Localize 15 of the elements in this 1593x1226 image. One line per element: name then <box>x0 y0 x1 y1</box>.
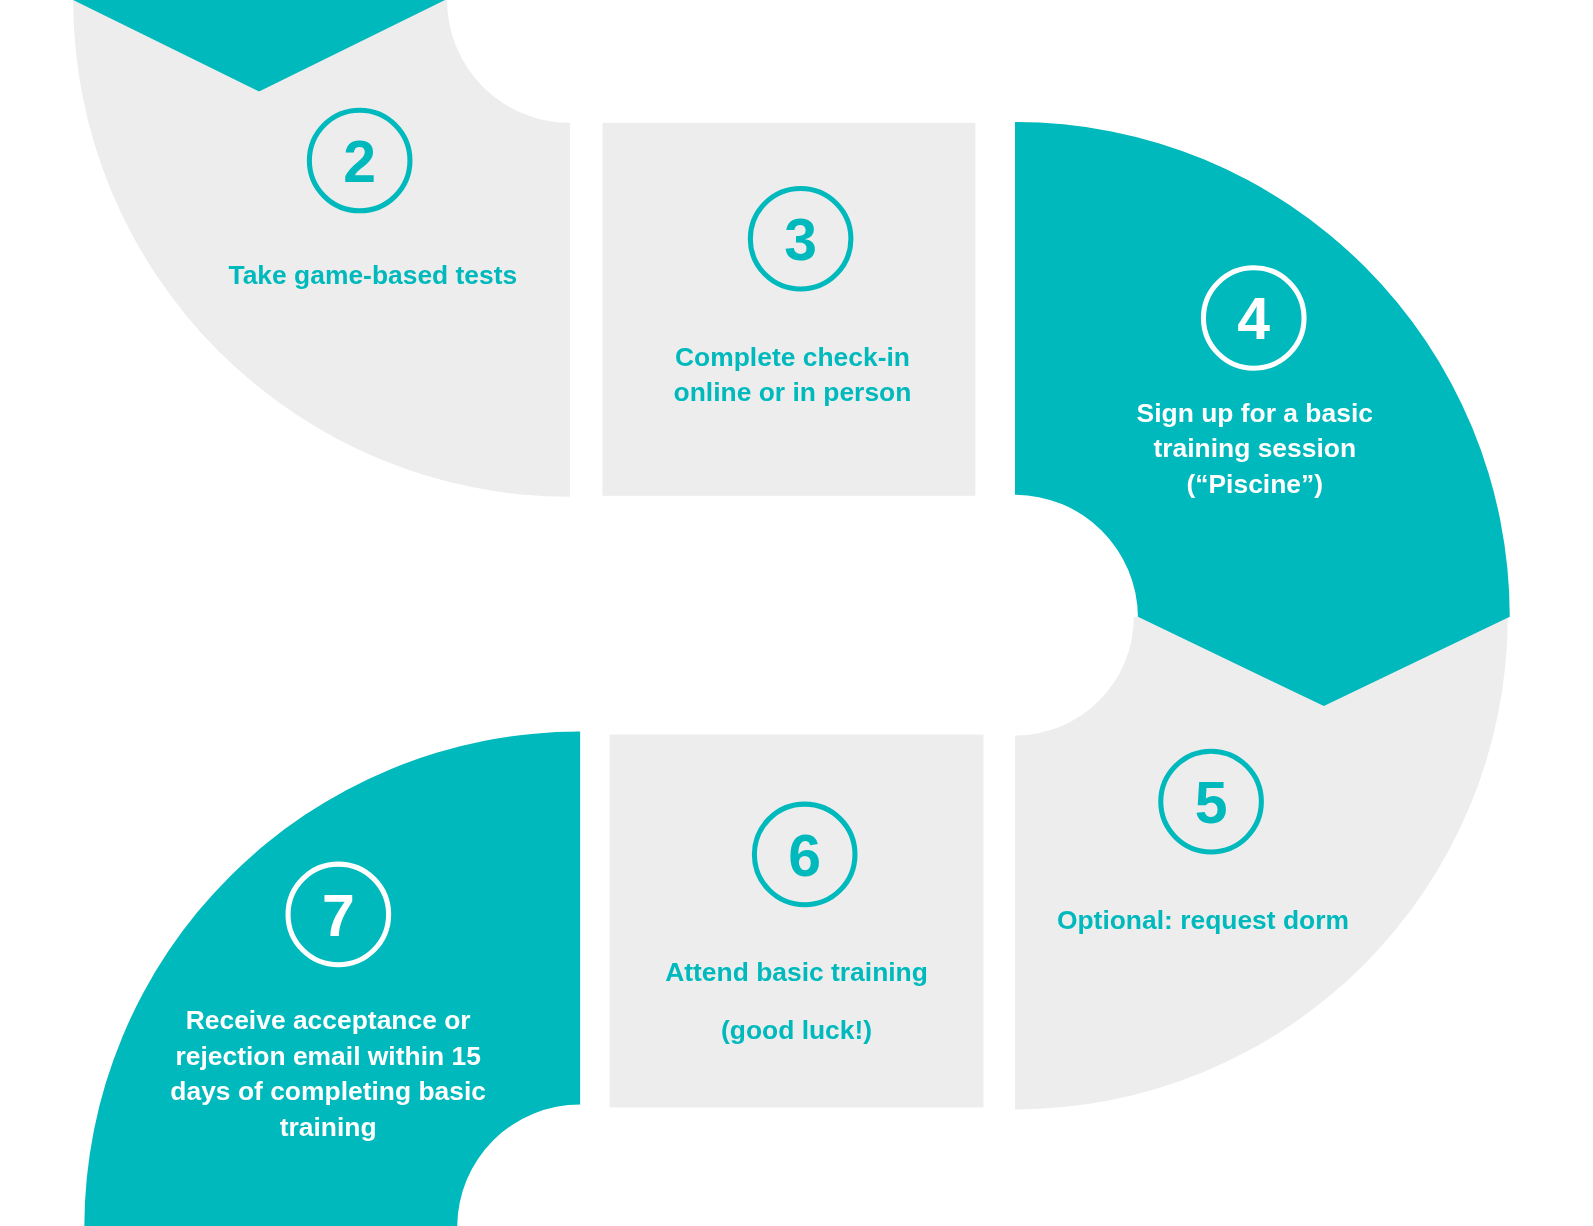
step-description: Sign up for a basic training session (“Piscine”) <box>1135 396 1374 501</box>
step-panel <box>602 122 976 496</box>
step-panel <box>609 734 984 1108</box>
step-number: 3 <box>747 185 854 292</box>
step-number: 2 <box>306 107 413 214</box>
step-description: Optional: request dorm <box>1055 903 1350 937</box>
step-number: 5 <box>1158 748 1264 855</box>
step-number: 7 <box>285 861 392 968</box>
step-number: 6 <box>751 801 858 908</box>
step-number: 4 <box>1200 265 1307 371</box>
step-description: Attend basic training <box>664 956 929 990</box>
step-description: Complete check-in online or in person <box>672 340 913 410</box>
step-description: (good luck!) <box>719 1014 874 1048</box>
step-description: Receive acceptance or rejection email within 15 days of completing basic training <box>169 1003 487 1144</box>
step-description: Take game-based tests <box>227 259 519 293</box>
